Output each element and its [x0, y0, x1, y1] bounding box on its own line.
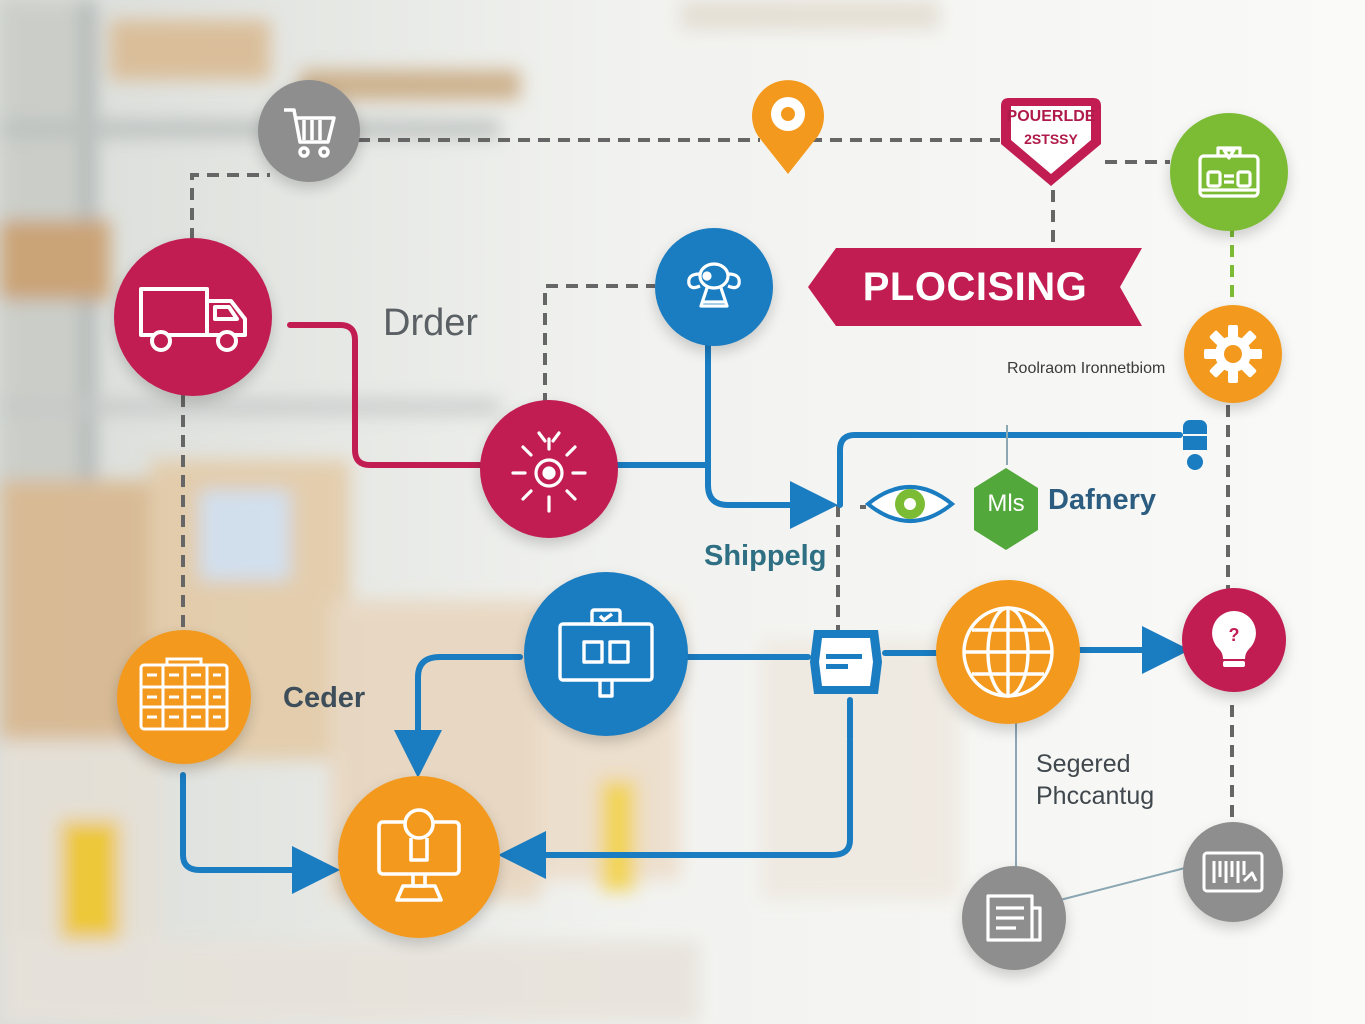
- order-label: Drder: [383, 302, 479, 344]
- package-box-icon: [558, 608, 654, 698]
- machine-node[interactable]: [1170, 113, 1288, 231]
- shopping-cart-icon: [284, 108, 336, 158]
- tag-badge-icon: [1001, 98, 1101, 186]
- globe-node[interactable]: [936, 580, 1080, 724]
- tag-line-1: POUERLDE: [1006, 108, 1096, 125]
- svg-text:?: ?: [1229, 625, 1240, 645]
- barcode-icon: [1202, 851, 1264, 893]
- right-connector-cap: [1183, 420, 1207, 472]
- shipping-label: Shippelg: [704, 540, 827, 572]
- gear-icon: [1204, 325, 1262, 383]
- delivery-truck-icon: [139, 287, 247, 352]
- processing-banner-text: PLOCISING: [862, 264, 1088, 309]
- hexagon-badge: [974, 468, 1038, 550]
- gear-node[interactable]: [1184, 305, 1282, 403]
- lightbulb-node[interactable]: ?: [1182, 588, 1286, 692]
- delivery-label: Dafnery: [1048, 484, 1156, 516]
- globe-icon: [962, 606, 1054, 698]
- workstation-icon: [377, 808, 461, 902]
- warehouse-shelf-icon: [139, 657, 229, 731]
- small-caption: Roolraom Ironnetbiom: [1007, 360, 1166, 377]
- processing-banner: PLOCISING: [808, 248, 1142, 326]
- ceder-label: Ceder: [283, 682, 366, 714]
- barcode-node[interactable]: [1183, 822, 1283, 922]
- processing-hub-icon: [511, 431, 587, 513]
- tag-badge-text: POUERLDE 2STSSY: [997, 106, 1105, 150]
- hexagon-badge-text: Mls: [987, 490, 1025, 517]
- lightbulb-icon: ?: [1212, 611, 1256, 667]
- segment-label-line-2: Phccantug: [1036, 782, 1155, 810]
- truck-node[interactable]: [114, 238, 272, 396]
- trophy-icon: [687, 262, 741, 308]
- package-node[interactable]: [524, 572, 688, 736]
- eye-icon[interactable]: [864, 478, 956, 530]
- cart-node[interactable]: [258, 80, 360, 182]
- machine-icon: [1198, 146, 1260, 198]
- segment-label-line-1: Segered: [1036, 750, 1131, 778]
- server-node-icon[interactable]: [806, 628, 886, 698]
- location-pin-icon[interactable]: [746, 76, 830, 176]
- document-node[interactable]: [962, 866, 1066, 970]
- workstation-node[interactable]: [338, 776, 500, 938]
- warehouse-node[interactable]: [117, 630, 251, 764]
- trophy-node[interactable]: [655, 228, 773, 346]
- processing-hub-node[interactable]: [480, 400, 618, 538]
- document-icon: [986, 894, 1042, 942]
- tag-line-2: 2STSSY: [1024, 131, 1078, 147]
